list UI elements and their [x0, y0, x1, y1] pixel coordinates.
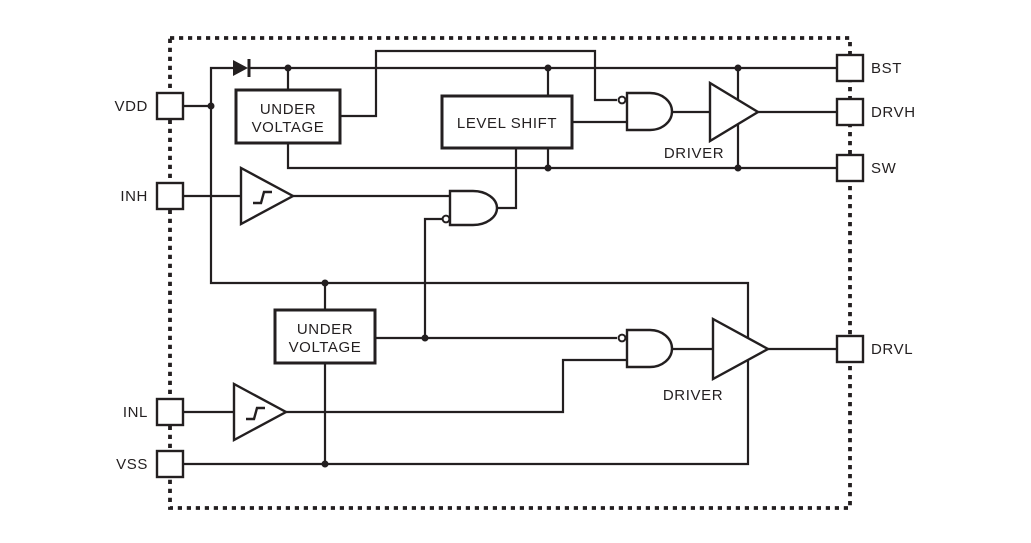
inverter-bubble-low-gate [617, 333, 627, 343]
under-voltage-high-label-line2: VOLTAGE [252, 119, 325, 136]
pin-sw [835, 153, 865, 183]
level-shift-label: LEVEL SHIFT [457, 115, 557, 132]
inverter-bubble-high-gate [617, 95, 627, 105]
pin-label-drvh: DRVH [871, 104, 916, 121]
pin-bst [835, 53, 865, 83]
nand-gate-high-side-icon [617, 91, 674, 132]
level-shift-block: LEVEL SHIFT [440, 94, 574, 150]
pin-vss [155, 449, 185, 479]
driver-triangle-high: DRIVER [664, 80, 761, 162]
under-voltage-high-label-line1: UNDER [260, 101, 316, 118]
pin-drvl [835, 334, 865, 364]
driver-high-label: DRIVER [664, 145, 724, 162]
pin-label-sw: SW [871, 160, 897, 177]
pin-label-vss: VSS [116, 456, 148, 473]
pin-inh [155, 181, 185, 211]
driver-low-label: DRIVER [663, 387, 723, 404]
junction-dots [207, 64, 742, 468]
pin-vdd [155, 91, 185, 121]
pin-inl [155, 397, 185, 427]
ic-boundary-dashed-border [168, 36, 852, 510]
nand-gate-inh-icon [441, 189, 499, 227]
under-voltage-block-low: UNDER VOLTAGE [273, 308, 377, 365]
pins [155, 53, 865, 479]
wire-net [183, 49, 837, 466]
inverter-bubble-inh-gate [441, 214, 451, 224]
under-voltage-low-label-line1: UNDER [297, 321, 353, 338]
schmitt-trigger-inh-icon [239, 165, 296, 227]
pin-label-inh: INH [120, 188, 148, 205]
schmitt-trigger-inl-icon [232, 381, 289, 443]
pin-label-bst: BST [871, 60, 902, 77]
pin-label-inl: INL [123, 404, 148, 421]
pin-labels: VDD INH INL VSS BST DRVH SW DRVL [115, 60, 916, 473]
under-voltage-low-label-line2: VOLTAGE [289, 339, 362, 356]
diode-icon [233, 59, 251, 77]
driver-triangle-low: DRIVER [663, 316, 771, 404]
pin-drvh [835, 97, 865, 127]
pin-label-drvl: DRVL [871, 341, 913, 358]
under-voltage-block-high: UNDER VOLTAGE [234, 88, 342, 145]
nand-gate-low-side-icon [617, 328, 674, 369]
pin-label-vdd: VDD [115, 98, 148, 115]
